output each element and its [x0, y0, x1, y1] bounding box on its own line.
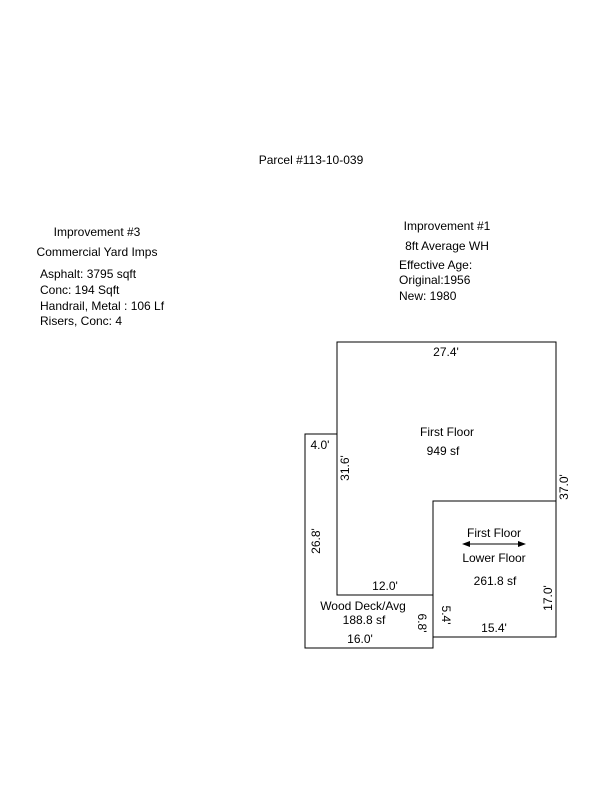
deck-label: Wood Deck/Avg [320, 599, 406, 613]
improvement1-subtitle: 8ft Average WH [405, 239, 489, 253]
dimension-deck-left: 26.8' [309, 528, 323, 554]
dimension-inner-bottom: 12.0' [372, 579, 398, 593]
dimension-deck-bottom: 16.0' [347, 632, 373, 646]
dimension-top: 27.4' [433, 345, 459, 359]
improvement3-title: Improvement #3 [54, 225, 141, 239]
first-floor-area: 949 sf [427, 444, 460, 458]
lower-floor-area: 261.8 sf [474, 574, 517, 588]
dimension-left-main: 31.6' [338, 455, 352, 481]
improvement1-effective-age-label: Effective Age: [399, 258, 472, 272]
improvement1-title: Improvement #1 [404, 219, 491, 233]
lower-floor-label-1: First Floor [467, 526, 521, 540]
lower-floor-label-2: Lower Floor [462, 551, 525, 565]
lower-floor-outline [432, 500, 557, 638]
improvement3-item: Asphalt: 3795 sqft [40, 267, 137, 281]
parcel-title: Parcel #113-10-039 [259, 153, 364, 167]
improvement1-new-year: New: 1980 [399, 289, 457, 303]
dimension-deck-top: 4.0' [311, 438, 330, 452]
improvement1-original-year: Original:1956 [399, 273, 471, 287]
dimension-deck-right: 6.8' [415, 614, 429, 633]
improvement3-item: Risers, Conc: 4 [40, 314, 122, 328]
dimension-lower-right: 17.0' [541, 585, 555, 611]
arrow-head-right [518, 541, 526, 547]
arrow-head-left [462, 541, 470, 547]
first-floor-label: First Floor [420, 425, 474, 439]
improvement3-item: Conc: 194 Sqft [40, 283, 120, 297]
dimension-lower-bottom: 15.4' [481, 621, 507, 635]
dimension-lower-step: 5.4' [439, 606, 453, 625]
deck-area: 188.8 sf [343, 613, 386, 627]
improvement3-subtitle: Commercial Yard Imps [37, 245, 158, 259]
improvement3-item: Handrail, Metal : 106 Lf [40, 299, 165, 313]
dimension-right-main: 37.0' [557, 474, 571, 500]
